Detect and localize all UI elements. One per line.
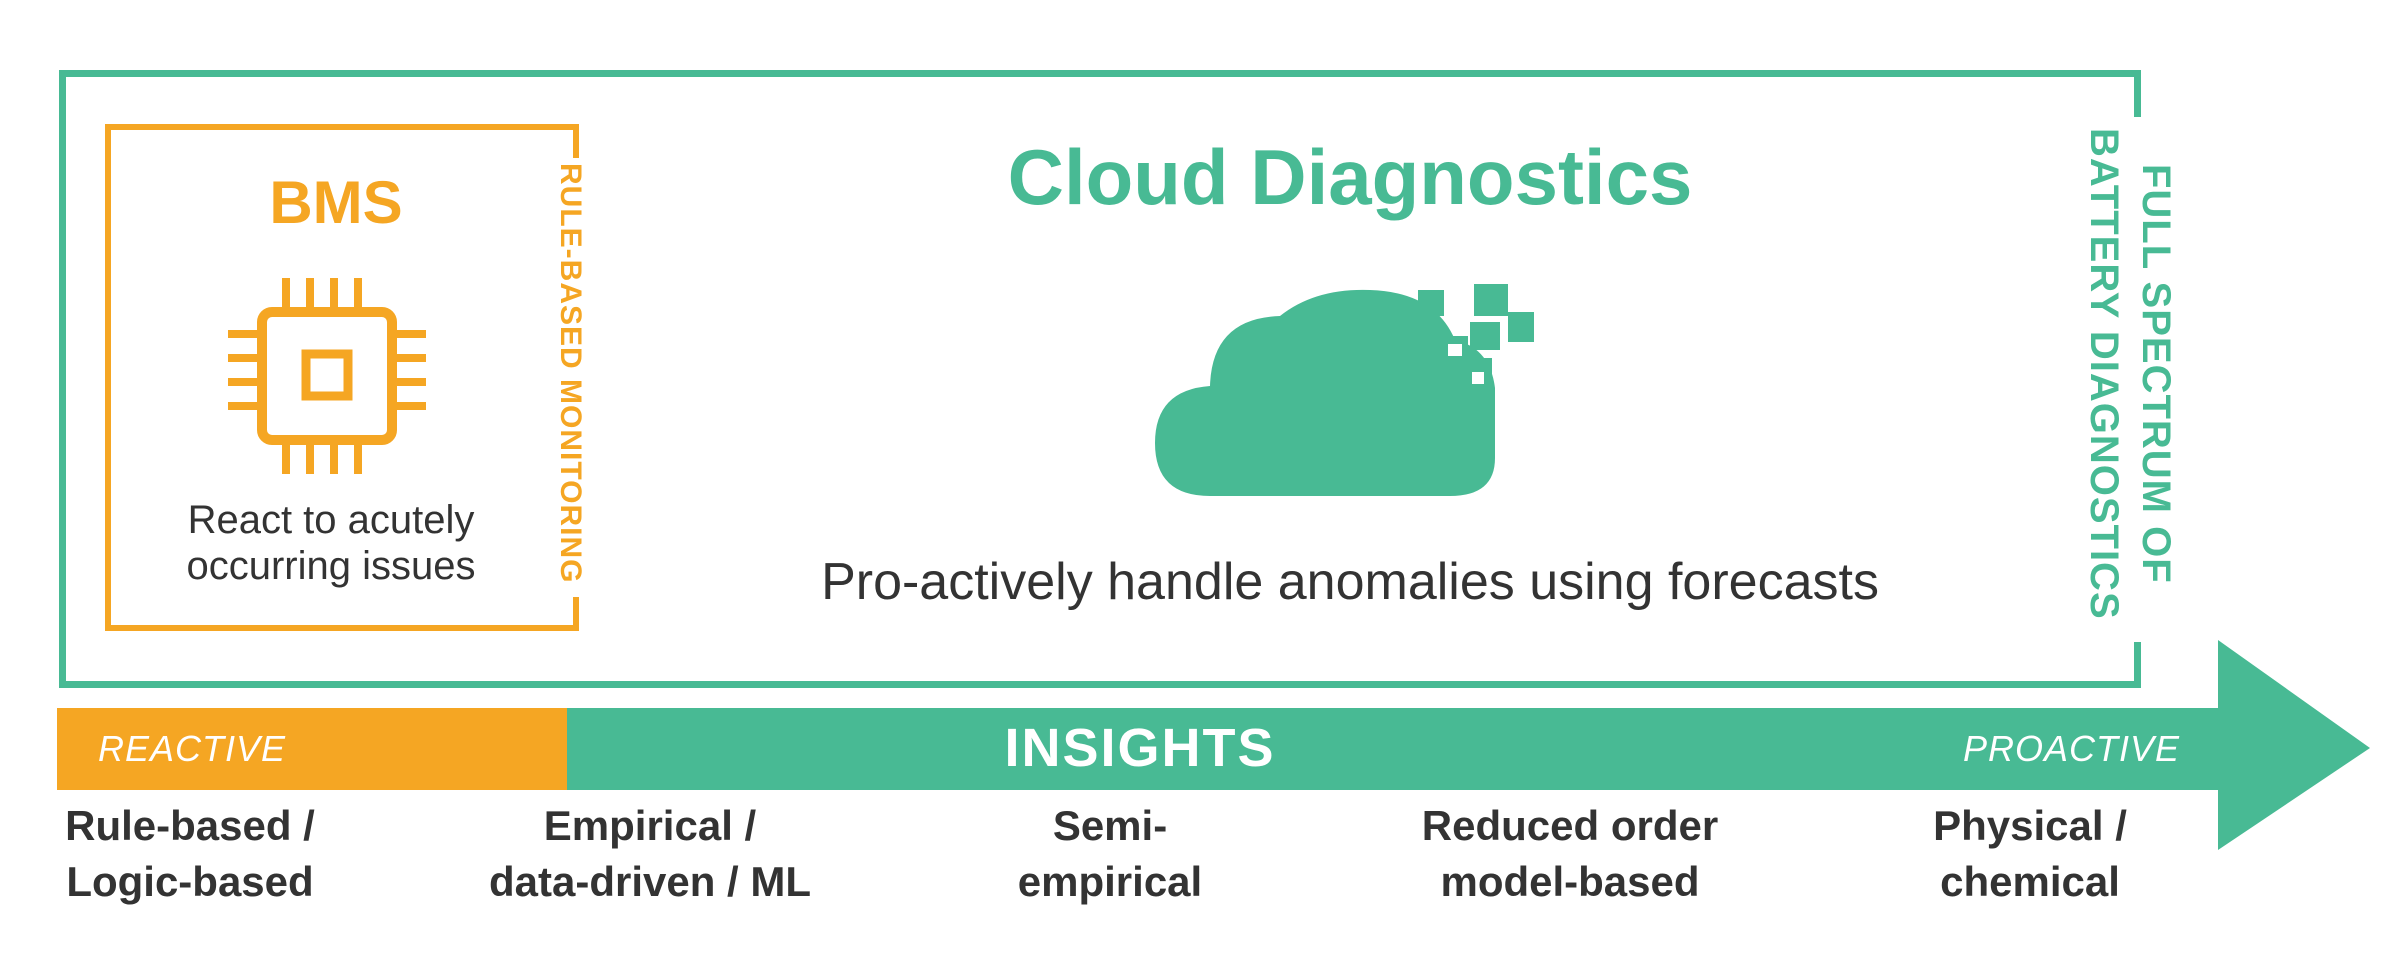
step-semi-empirical: Semi- empirical [960, 798, 1260, 910]
step-physical: Physical / chemical [1880, 798, 2180, 910]
full-spectrum-label-line-1: FULL SPECTRUM OF [2134, 163, 2178, 584]
arrow-body-orange [57, 708, 567, 790]
step-line-1: Empirical / [543, 802, 757, 849]
cloud-diagnostics-title: Cloud Diagnostics [1007, 133, 1693, 221]
step-rule-based: Rule-based / Logic-based [30, 798, 350, 910]
proactive-label: PROACTIVE [1962, 728, 2180, 769]
reactive-label: REACTIVE [98, 728, 287, 769]
bms-frame-right-edge-bottom [573, 597, 579, 631]
chip-icon [228, 278, 426, 474]
bms-description: React to acutely occurring issues [105, 497, 557, 589]
full-spectrum-label-line-2: BATTERY DIAGNOSTICS [2082, 128, 2126, 620]
step-reduced-order: Reduced order model-based [1380, 798, 1760, 910]
step-line-2: data-driven / ML [488, 858, 812, 905]
frame-right-edge-top [2134, 70, 2141, 117]
bms-frame [105, 124, 579, 631]
cloud-icon [1155, 284, 1534, 496]
step-line-1: Rule-based / [65, 802, 315, 849]
arrow-body-green [566, 640, 2370, 850]
insights-label: INSIGHTS [1004, 718, 1276, 778]
rule-based-monitoring-label: RULE-BASED MONITORING [554, 163, 587, 584]
step-line-2: model-based [1440, 858, 1700, 905]
step-line-1: Physical / [1933, 802, 2127, 849]
bms-description-line-1: React to acutely [187, 498, 475, 542]
frame-right-edge-bottom [2134, 642, 2141, 688]
bms-title: BMS [269, 169, 403, 236]
cloud-diagnostics-frame [59, 70, 2141, 688]
step-line-2: chemical [1940, 858, 2120, 905]
step-line-2: Logic-based [66, 858, 314, 905]
bms-frame-right-edge-top [573, 124, 579, 158]
step-line-2: empirical [1017, 858, 1203, 905]
bms-description-line-2: occurring issues [186, 544, 476, 588]
cloud-diagnostics-description: Pro-actively handle anomalies using fore… [821, 553, 1879, 611]
step-empirical: Empirical / data-driven / ML [440, 798, 860, 910]
full-spectrum-label: FULL SPECTRUM OF BATTERY DIAGNOSTICS [2078, 128, 2182, 620]
step-line-1: Semi- [1052, 802, 1168, 849]
insights-arrow [57, 640, 2370, 850]
step-line-1: Reduced order [1421, 802, 1719, 849]
